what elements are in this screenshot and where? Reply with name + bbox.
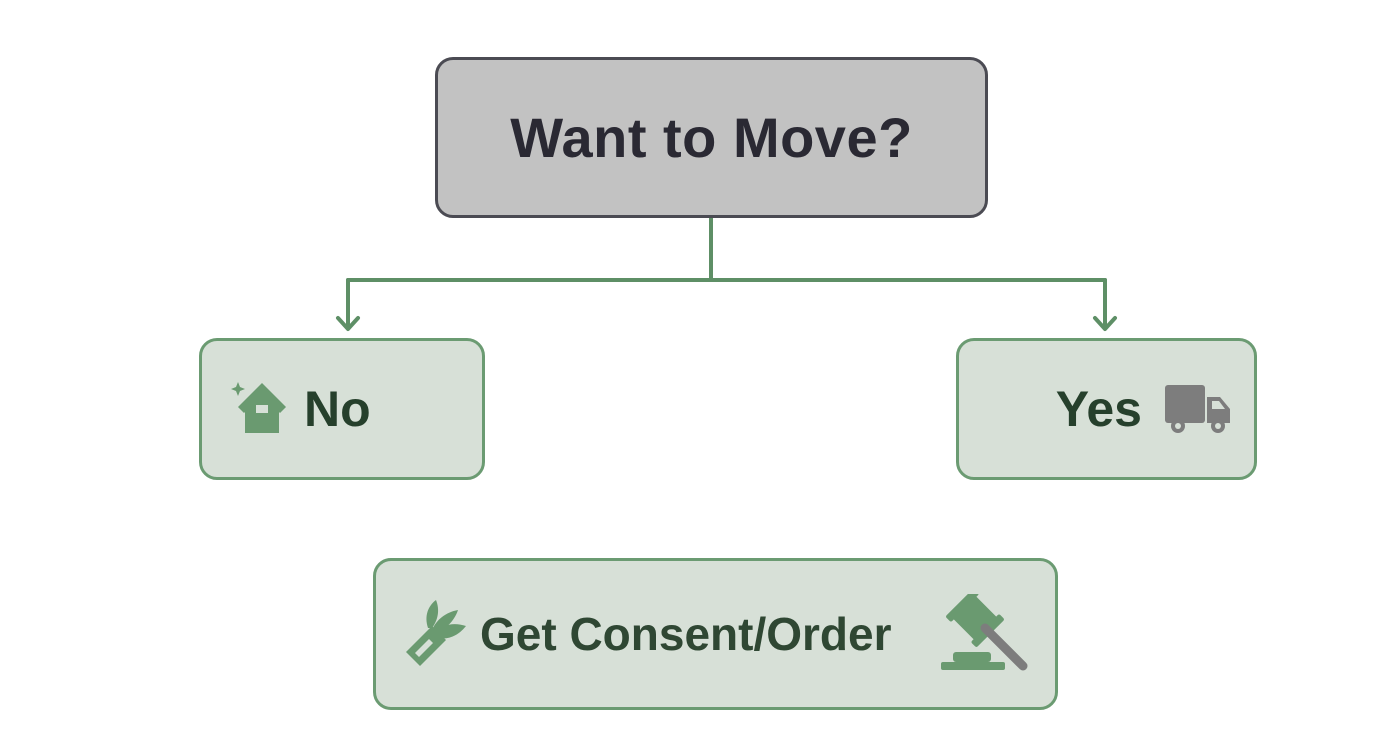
no-node: No [199,338,485,480]
question-node: Want to Move? [435,57,988,218]
yes-node: Yes [956,338,1257,480]
truck-icon [1164,383,1232,435]
question-label: Want to Move? [510,106,913,169]
house-icon [230,379,294,439]
yes-label: Yes [1055,381,1142,437]
no-label: No [304,381,371,437]
arrowhead-no [336,316,360,331]
consent-order-node: Get Consent/Order [373,558,1058,710]
consent-order-label: Get Consent/Order [480,608,892,660]
arrowhead-yes [1093,316,1117,331]
leaf-document-icon [402,598,474,670]
gavel-icon [939,594,1031,674]
